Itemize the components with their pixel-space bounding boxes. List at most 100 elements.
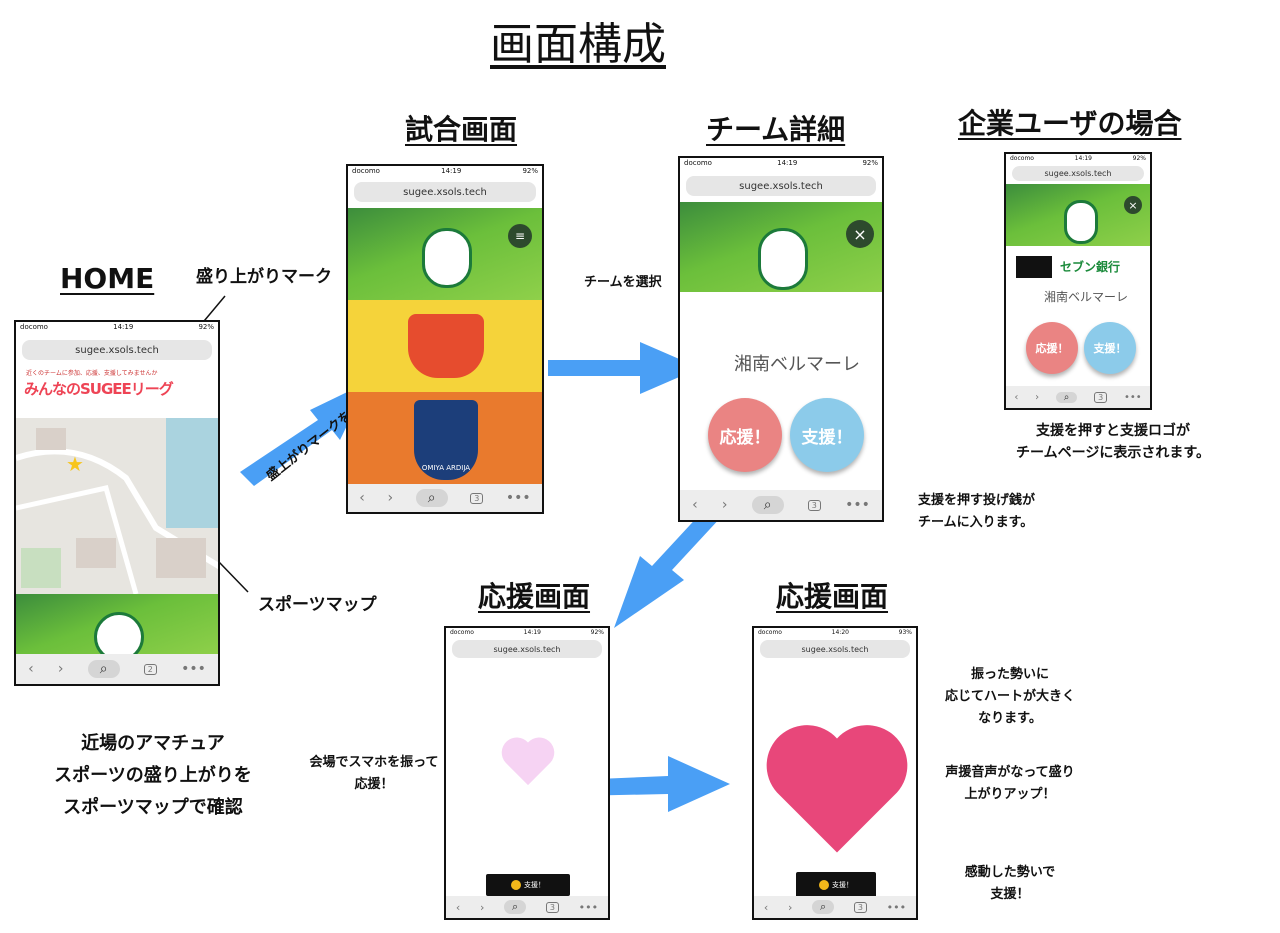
carrier-label: docomo	[352, 167, 380, 175]
status-bar: docomo 14:19 92%	[348, 166, 542, 178]
support-button[interactable]: 支援！	[1084, 322, 1136, 374]
heading-cheer-1: 応援画面	[478, 580, 591, 613]
status-bar: docomo 14:19 92%	[16, 322, 218, 334]
url-bar[interactable]: sugee.xsols.tech	[354, 182, 536, 202]
tabs-button[interactable]: 3	[470, 492, 484, 504]
search-icon[interactable]: ⌕	[415, 489, 448, 507]
more-button[interactable]: •••	[886, 900, 907, 914]
url-bar[interactable]: sugee.xsols.tech	[1012, 166, 1144, 181]
time-label: 14:19	[113, 323, 134, 331]
team-crest-icon	[94, 612, 144, 656]
support-label: 支援！	[524, 881, 545, 889]
browser-toolbar: ‹ › ⌕ 2 •••	[16, 654, 218, 684]
home-tagline: 近くのチームに参加、応援、支援してみませんか	[26, 370, 158, 377]
team-banner-bellmare[interactable]: ≡	[348, 208, 542, 300]
back-icon[interactable]: ‹	[359, 490, 365, 506]
voice-desc-line-1: 声援音声がなって盛り	[945, 765, 1075, 780]
tabs-button[interactable]: 3	[807, 499, 821, 511]
url-text: sugee.xsols.tech	[801, 644, 869, 654]
back-icon[interactable]: ‹	[455, 900, 461, 914]
browser-toolbar: ‹ › ⌕ 3 •••	[680, 490, 882, 520]
forward-icon[interactable]: ›	[1035, 391, 1040, 403]
back-icon[interactable]: ‹	[692, 497, 698, 513]
time-label: 14:20	[831, 629, 849, 636]
heart-desc-line-1: 振った勢いに	[970, 667, 1049, 682]
browser-toolbar: ‹ › ⌕ 3 •••	[754, 896, 916, 918]
support-description: 支援を押す投げ銭が チームに入ります。	[918, 490, 1035, 534]
back-icon[interactable]: ‹	[28, 661, 34, 677]
emotion-description: 感動した勢いで 支援！	[930, 862, 1090, 906]
team-banner-omiya[interactable]: OMIYA ARDIJA	[348, 392, 542, 486]
home-desc-line-3: スポーツマップで確認	[63, 797, 243, 818]
search-icon[interactable]: ⌕	[751, 496, 784, 514]
support-desc-line-1: 支援を押す投げ銭が	[918, 493, 1036, 508]
more-button[interactable]: •••	[1123, 391, 1142, 403]
heading-match: 試合画面	[405, 113, 518, 146]
support-button[interactable]: 支援！	[486, 874, 570, 896]
search-icon[interactable]: ⌕	[87, 660, 120, 678]
search-icon[interactable]: ⌕	[504, 900, 527, 914]
phone-match: docomo 14:19 92% sugee.xsols.tech ≡ OMIY…	[346, 164, 544, 514]
heading-cheer-2: 応援画面	[776, 580, 889, 613]
phone-team-detail: docomo 14:19 92% sugee.xsols.tech × 湘南ベル…	[678, 156, 884, 522]
close-icon[interactable]: ×	[1124, 196, 1142, 214]
home-desc-line-2: スポーツの盛り上がりを	[54, 765, 252, 786]
cheer-button[interactable]: 応援！	[1026, 322, 1078, 374]
url-text: sugee.xsols.tech	[493, 644, 561, 654]
cheer-button[interactable]: 応援！	[708, 398, 782, 472]
tabs-button[interactable]: 3	[545, 901, 559, 913]
forward-icon[interactable]: ›	[387, 490, 394, 506]
team-crest-icon	[1064, 200, 1098, 244]
heading-corporate: 企業ユーザの場合	[958, 107, 1182, 140]
back-icon[interactable]: ‹	[1014, 391, 1019, 403]
voice-description: 声援音声がなって盛り 上がりアップ！	[930, 762, 1090, 806]
more-button[interactable]: •••	[578, 900, 599, 914]
team-crest-icon	[758, 228, 808, 290]
team-name: 湘南ベルマーレ	[734, 354, 860, 375]
forward-icon[interactable]: ›	[787, 900, 793, 914]
search-icon[interactable]: ⌕	[812, 900, 835, 914]
url-bar[interactable]: sugee.xsols.tech	[452, 640, 602, 658]
home-desc-line-1: 近場のアマチュア	[81, 733, 225, 754]
carrier-label: docomo	[684, 159, 712, 167]
forward-icon[interactable]: ›	[721, 497, 728, 513]
battery-label: 92%	[522, 167, 538, 175]
sports-map[interactable]: ★	[16, 418, 218, 595]
close-icon[interactable]: ×	[846, 220, 874, 248]
sponsor-logo-black	[1016, 256, 1052, 278]
search-icon[interactable]: ⌕	[1055, 391, 1078, 403]
url-bar[interactable]: sugee.xsols.tech	[686, 176, 876, 196]
team-banner-yellow[interactable]	[348, 300, 542, 392]
corp-desc-line-2: チームページに表示されます。	[1016, 445, 1210, 461]
url-text: sugee.xsols.tech	[75, 344, 159, 356]
forward-icon[interactable]: ›	[57, 661, 64, 677]
browser-toolbar: ‹ › ⌕ 3 •••	[1006, 386, 1150, 408]
tabs-button[interactable]: 2	[143, 663, 157, 675]
label-excitement-mark: 盛り上がりマーク	[196, 267, 332, 287]
url-bar[interactable]: sugee.xsols.tech	[760, 640, 910, 658]
home-description: 近場のアマチュア スポーツの盛り上がりを スポーツマップで確認	[38, 728, 268, 824]
browser-toolbar: ‹ › ⌕ 3 •••	[348, 484, 542, 512]
heart-size-description: 振った勢いに 応じてハートが大きく なります。	[930, 664, 1090, 730]
time-label: 14:19	[523, 629, 541, 636]
status-bar: docomo 14:20 93%	[754, 628, 916, 640]
excitement-star-icon[interactable]: ★	[66, 452, 84, 476]
battery-label: 92%	[590, 629, 604, 636]
url-text: sugee.xsols.tech	[1044, 169, 1112, 178]
team-name: 湘南ベルマーレ	[1044, 290, 1129, 304]
team-banner[interactable]	[16, 594, 218, 656]
menu-icon[interactable]: ≡	[508, 224, 532, 248]
status-bar: docomo 14:19 92%	[680, 158, 882, 170]
forward-icon[interactable]: ›	[479, 900, 485, 914]
more-button[interactable]: •••	[845, 497, 870, 513]
tabs-button[interactable]: 3	[1094, 391, 1108, 403]
corporate-description: 支援を押すと支援ロゴが チームページに表示されます。	[1008, 420, 1218, 464]
more-button[interactable]: •••	[181, 661, 206, 677]
carrier-label: docomo	[1010, 155, 1034, 162]
back-icon[interactable]: ‹	[763, 900, 769, 914]
support-button[interactable]: 支援！	[796, 872, 876, 898]
support-button[interactable]: 支援！	[790, 398, 864, 472]
tabs-button[interactable]: 3	[853, 901, 867, 913]
more-button[interactable]: •••	[505, 490, 531, 506]
url-bar[interactable]: sugee.xsols.tech	[22, 340, 212, 360]
